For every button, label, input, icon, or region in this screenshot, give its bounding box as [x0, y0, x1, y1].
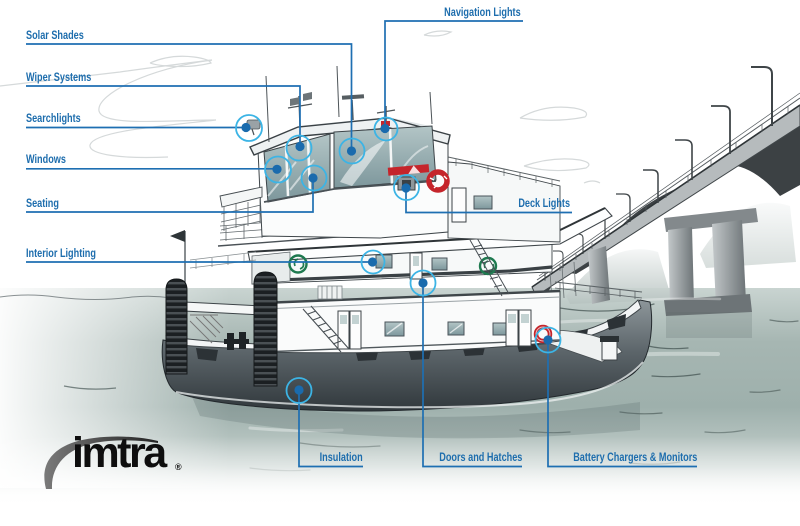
- imtra-logo: imtra ®: [36, 429, 196, 499]
- callout-label-wiper-systems: Wiper Systems: [26, 70, 92, 84]
- life-ring-icon: [426, 169, 450, 193]
- pilothouse: [219, 117, 451, 239]
- callout-leaders: [26, 20, 697, 468]
- marker-wiper-systems: [285, 134, 313, 162]
- leader-seating: [26, 178, 314, 213]
- callout-label-navigation-lights: Navigation Lights: [444, 5, 521, 19]
- main-deck-cabin: [261, 289, 561, 354]
- marker-interior-lighting: [360, 249, 386, 275]
- registered-trademark-icon: ®: [175, 462, 182, 472]
- marker-deck-lights: [393, 174, 420, 201]
- push-knees: [165, 271, 278, 387]
- sky-clouds: [0, 30, 601, 184]
- marker-seating: [300, 164, 328, 192]
- callout-label-solar-shades: Solar Shades: [26, 28, 84, 42]
- bitts: [224, 332, 249, 350]
- callout-markers: [235, 114, 562, 404]
- marker-insulation: [285, 377, 313, 404]
- callout-label-interior-lighting: Interior Lighting: [26, 246, 96, 260]
- leader-wiper-systems: [26, 85, 301, 147]
- callout-label-battery-chargers: Battery Chargers & Monitors: [572, 450, 697, 464]
- callout-label-insulation: Insulation: [319, 450, 363, 464]
- leader-navigation-lights: [384, 20, 523, 129]
- marker-searchlights: [235, 114, 263, 142]
- callout-label-seating: Seating: [26, 196, 59, 210]
- towboat: [161, 65, 653, 439]
- imtra-logo-text: imtra: [72, 429, 167, 477]
- marker-doors-and-hatches: [409, 269, 437, 297]
- callout-label-windows: Windows: [26, 152, 66, 166]
- bridge: [531, 66, 800, 338]
- flag-icon: [170, 230, 185, 242]
- bottom-fade: [0, 436, 800, 526]
- callout-label-deck-lights: Deck Lights: [518, 196, 570, 210]
- leader-doors-and-hatches: [422, 283, 522, 468]
- marker-windows: [264, 155, 292, 184]
- callout-label-doors-and-hatches: Doors and Hatches: [438, 450, 522, 464]
- leader-solar-shades: [26, 43, 353, 151]
- stern-deck: [547, 281, 643, 363]
- boat-reflection: [190, 392, 640, 439]
- imtra-logo-swoosh-icon: [44, 436, 158, 489]
- aft-cabin: [447, 156, 561, 243]
- marker-battery-chargers: [534, 326, 562, 354]
- leader-deck-lights: [405, 188, 572, 214]
- leader-battery-chargers: [547, 340, 697, 468]
- leader-insulation: [298, 390, 363, 468]
- upper-deck-cabin: [247, 207, 613, 300]
- marker-solar-shades: [338, 137, 366, 165]
- marker-navigation-lights: [373, 116, 399, 142]
- callout-label-searchlights: Searchlights: [26, 111, 81, 125]
